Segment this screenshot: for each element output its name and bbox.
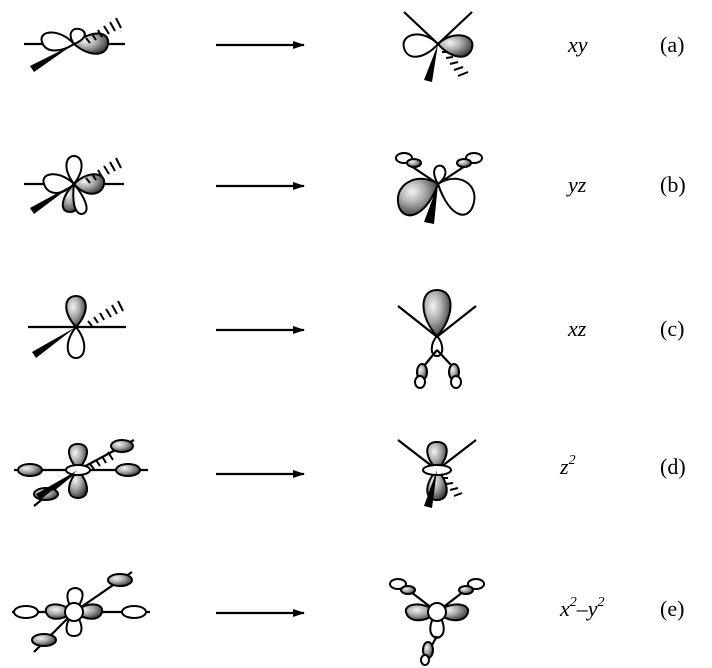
- reactant-orbital-a: [24, 18, 125, 72]
- row-letter-c: (c): [660, 316, 684, 341]
- reactant-orbital-d: [14, 440, 148, 506]
- product-orbital-a: [404, 12, 473, 82]
- orbital-label-b: yz: [566, 172, 587, 197]
- row-b: yz (b): [24, 153, 686, 224]
- row-e: x2–y2 (e): [12, 572, 684, 665]
- product-orbital-e: [390, 579, 484, 665]
- row-a: xy (a): [24, 12, 684, 82]
- reactant-orbital-e: [12, 572, 150, 652]
- product-orbital-c: [398, 290, 476, 388]
- row-letter-a: (a): [660, 32, 684, 57]
- orbital-label-d: z2: [559, 453, 576, 479]
- orbital-label-e: x2–y2: [559, 595, 605, 621]
- row-letter-b: (b): [660, 172, 686, 197]
- product-orbital-d: [398, 440, 476, 508]
- row-d: z2 (d): [14, 440, 686, 508]
- reactant-orbital-c: [28, 296, 126, 358]
- orbital-label-c: xz: [567, 316, 587, 341]
- row-letter-e: (e): [660, 596, 684, 621]
- reactant-orbital-b: [24, 156, 124, 214]
- orbital-label-a: xy: [567, 32, 588, 57]
- row-c: xz (c): [28, 290, 684, 388]
- row-letter-d: (d): [660, 454, 686, 479]
- product-orbital-b: [396, 153, 482, 224]
